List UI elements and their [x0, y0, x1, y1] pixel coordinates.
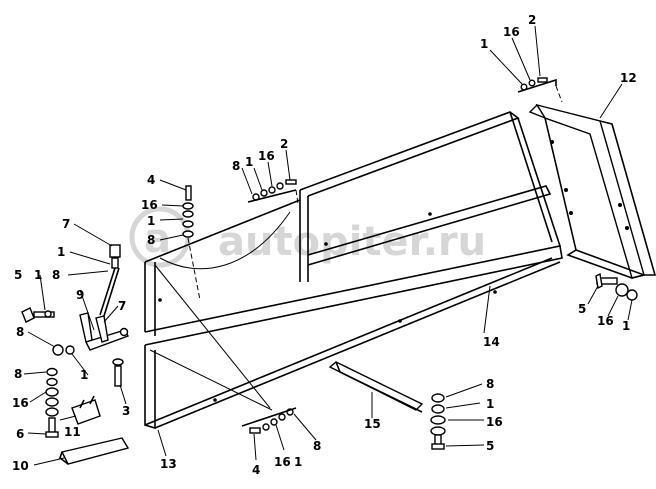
callout-label: 7 — [118, 299, 126, 313]
callout-label: 4 — [252, 463, 260, 477]
bar-part-15 — [328, 361, 424, 413]
callout-label: 10 — [12, 459, 29, 473]
callout-label: 9 — [76, 288, 84, 302]
callout-label: 1 — [486, 397, 494, 411]
plate-part-10 — [59, 437, 130, 465]
callout-label: 15 — [364, 417, 381, 431]
callout-label: 1 — [480, 37, 488, 51]
callout-label: 5 — [578, 302, 586, 316]
callout-label: 8 — [14, 367, 22, 381]
callout-label: 4 — [147, 173, 155, 187]
callout-label: 16 — [486, 415, 503, 429]
callout-label: 1 — [34, 268, 42, 282]
callout-label: 1 — [622, 319, 630, 333]
callout-label: 7 — [62, 217, 70, 231]
callout-label: 8 — [52, 268, 60, 282]
lower-panel-part-13 — [144, 211, 561, 430]
callout-labels: 1 16 2 12 8 1 16 2 4 16 1 8 7 1 8 5 1 9 … — [12, 13, 637, 477]
callout-label: 16 — [141, 198, 158, 212]
rear-frame-part-12 — [528, 103, 656, 279]
callout-label: 8 — [16, 325, 24, 339]
callout-label: 8 — [486, 377, 494, 391]
callout-label: 2 — [528, 13, 536, 27]
callout-label: 2 — [280, 137, 288, 151]
callout-label: 1 — [245, 155, 253, 169]
callout-label: 1 — [147, 214, 155, 228]
callout-label: 8 — [147, 233, 155, 247]
callout-label: 1 — [57, 245, 65, 259]
callout-label: 5 — [486, 439, 494, 453]
callout-label: 13 — [160, 457, 177, 471]
callout-label: 14 — [483, 335, 500, 349]
callout-label: 5 — [14, 268, 22, 282]
callout-label: 11 — [64, 425, 81, 439]
callout-label: 8 — [232, 159, 240, 173]
callout-label: 1 — [294, 455, 302, 469]
callout-label: 16 — [597, 314, 614, 328]
side-board-part-14 — [144, 111, 563, 346]
leader-lines — [23, 25, 633, 466]
bracket-part-9 — [79, 312, 129, 351]
callout-label: 1 — [80, 368, 88, 382]
callout-label: 16 — [503, 25, 520, 39]
callout-label: 3 — [122, 404, 130, 418]
callout-label: 12 — [620, 71, 637, 85]
callout-label: 16 — [258, 149, 275, 163]
callout-label: 16 — [274, 455, 291, 469]
callout-label: 16 — [12, 396, 29, 410]
callout-label: 8 — [313, 439, 321, 453]
clamp-part-11 — [71, 395, 101, 425]
callout-label: 6 — [16, 427, 24, 441]
